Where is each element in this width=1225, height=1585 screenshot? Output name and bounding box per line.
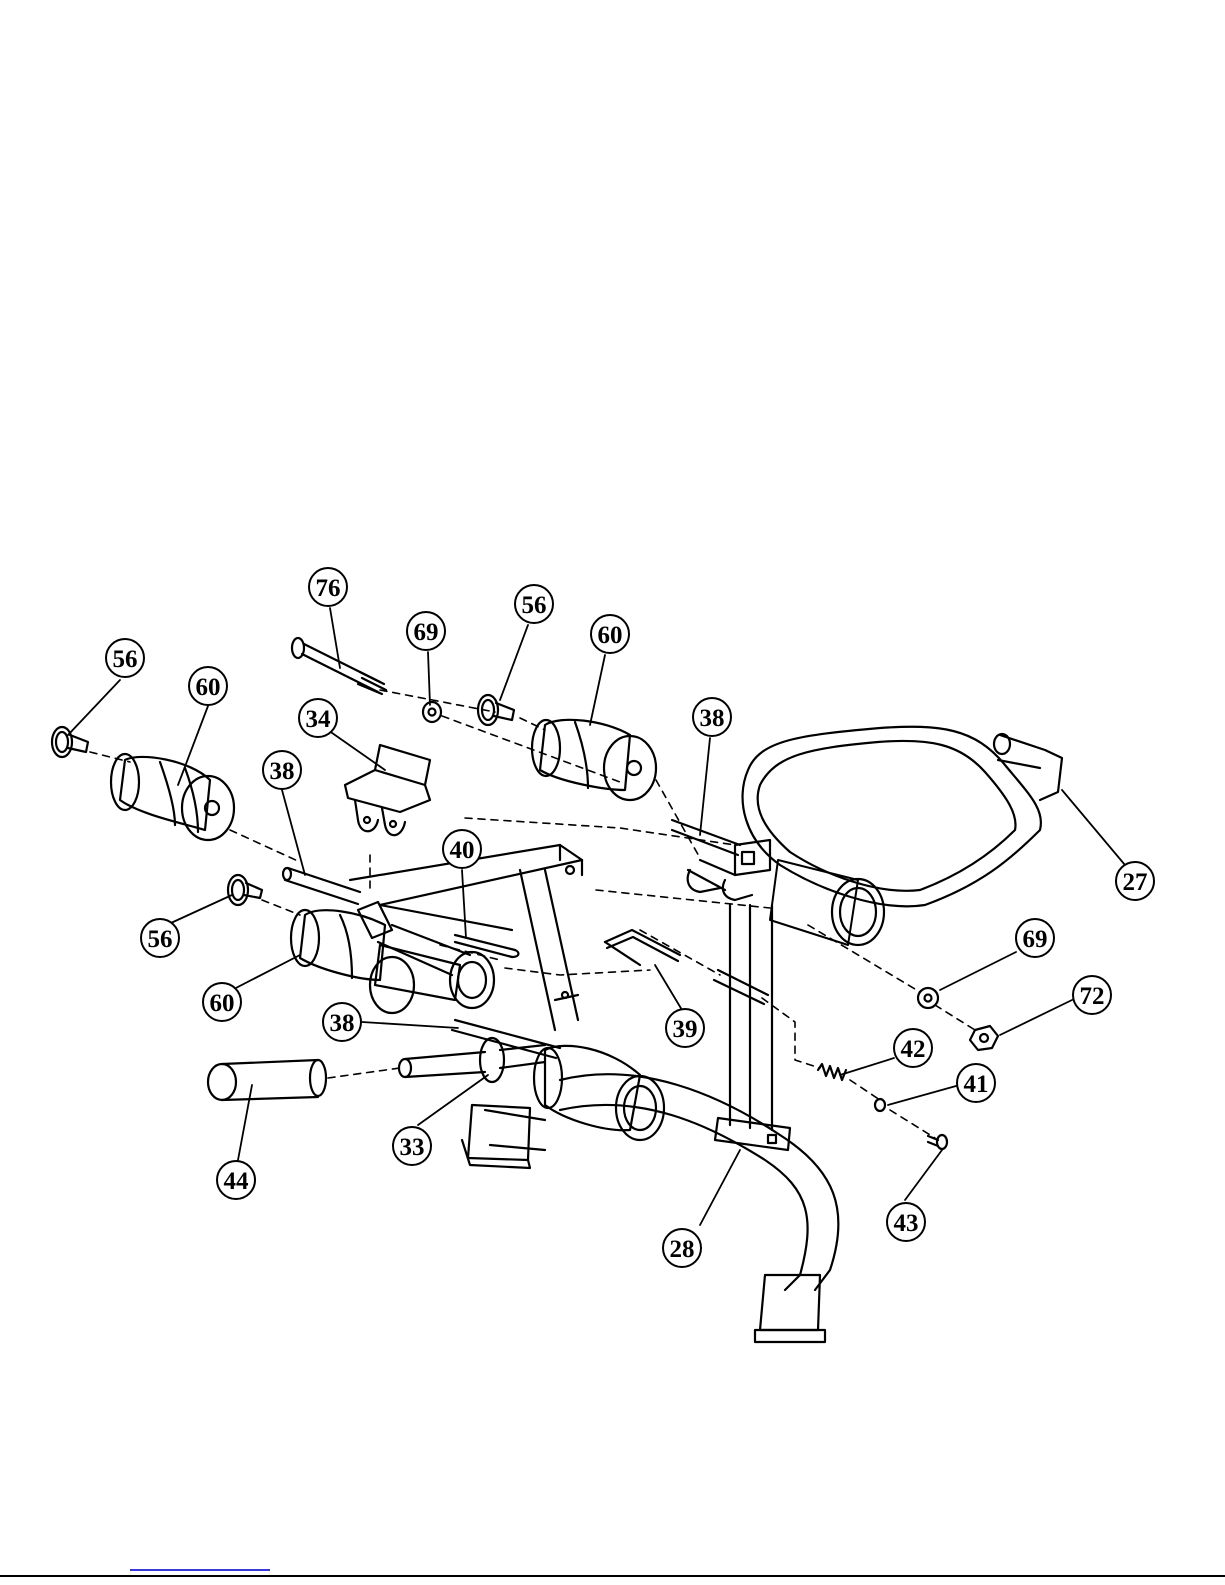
svg-text:69: 69 (1023, 926, 1048, 953)
svg-text:56: 56 (148, 926, 173, 953)
svg-text:41: 41 (964, 1071, 989, 1098)
knob-56-c (228, 875, 262, 905)
svg-text:44: 44 (224, 1168, 250, 1195)
screw-43 (928, 1135, 947, 1149)
callout-60-mid: 60 (203, 983, 241, 1021)
svg-text:28: 28 (670, 1236, 695, 1263)
svg-text:27: 27 (1123, 869, 1148, 896)
spring-42 (818, 1064, 846, 1080)
callout-43: 43 (887, 1203, 925, 1241)
callout-60-left: 60 (189, 667, 227, 705)
callout-60-top: 60 (591, 615, 629, 653)
svg-text:56: 56 (113, 646, 138, 673)
callout-28: 28 (663, 1229, 701, 1267)
svg-text:43: 43 (894, 1210, 919, 1237)
roller-60-base (534, 1046, 664, 1140)
svg-text:60: 60 (196, 674, 221, 701)
svg-text:38: 38 (330, 1010, 355, 1037)
base-frame (462, 1074, 838, 1342)
callout-34: 34 (299, 699, 337, 737)
callout-42: 42 (894, 1029, 932, 1067)
callout-40: 40 (443, 830, 481, 868)
part-callouts: 76 69 56 60 38 56 60 34 38 40 56 60 38 3… (106, 568, 1154, 1267)
svg-text:56: 56 (522, 592, 547, 619)
callout-39: 39 (666, 1009, 704, 1047)
callout-41: 41 (957, 1064, 995, 1102)
callout-76: 76 (309, 568, 347, 606)
washer-69-top (423, 702, 441, 722)
svg-text:34: 34 (306, 706, 332, 733)
svg-text:72: 72 (1080, 983, 1105, 1010)
callout-56-top: 56 (515, 585, 553, 623)
footer-link-underline (130, 1569, 270, 1571)
svg-text:42: 42 (901, 1036, 926, 1063)
pin-38-lower (452, 1020, 560, 1058)
svg-text:69: 69 (414, 619, 439, 646)
callout-27: 27 (1116, 862, 1154, 900)
leader-lines (68, 608, 1125, 1225)
bracket-34 (345, 745, 430, 835)
roller-60-mid (291, 910, 385, 980)
svg-text:38: 38 (700, 705, 725, 732)
roller-60-left (111, 754, 234, 840)
axle-33 (399, 1038, 545, 1082)
svg-text:38: 38 (270, 758, 295, 785)
svg-text:60: 60 (598, 622, 623, 649)
callout-56-left: 56 (106, 639, 144, 677)
sleeve-44 (208, 1060, 326, 1100)
upright-post (714, 905, 772, 1130)
roller-60-top (532, 720, 656, 800)
washer-41 (875, 1099, 885, 1111)
svg-text:76: 76 (316, 575, 341, 602)
callout-33: 33 (393, 1127, 431, 1165)
back-pad (743, 727, 1062, 907)
callout-72: 72 (1073, 976, 1111, 1014)
callout-38-lower: 38 (323, 1003, 361, 1041)
callout-38-left: 38 (263, 751, 301, 789)
callout-69-top: 69 (407, 612, 445, 650)
callout-44: 44 (217, 1161, 255, 1199)
pin-38-left (283, 868, 360, 904)
svg-text:40: 40 (450, 837, 475, 864)
svg-text:39: 39 (673, 1016, 698, 1043)
callout-38-top: 38 (693, 698, 731, 736)
footer-rule (0, 1575, 1225, 1577)
handle-39 (605, 930, 680, 965)
svg-text:33: 33 (400, 1134, 425, 1161)
knob-56-a (52, 727, 88, 757)
callout-69-right: 69 (1016, 919, 1054, 957)
svg-text:60: 60 (210, 990, 235, 1017)
callout-56-mid: 56 (141, 919, 179, 957)
